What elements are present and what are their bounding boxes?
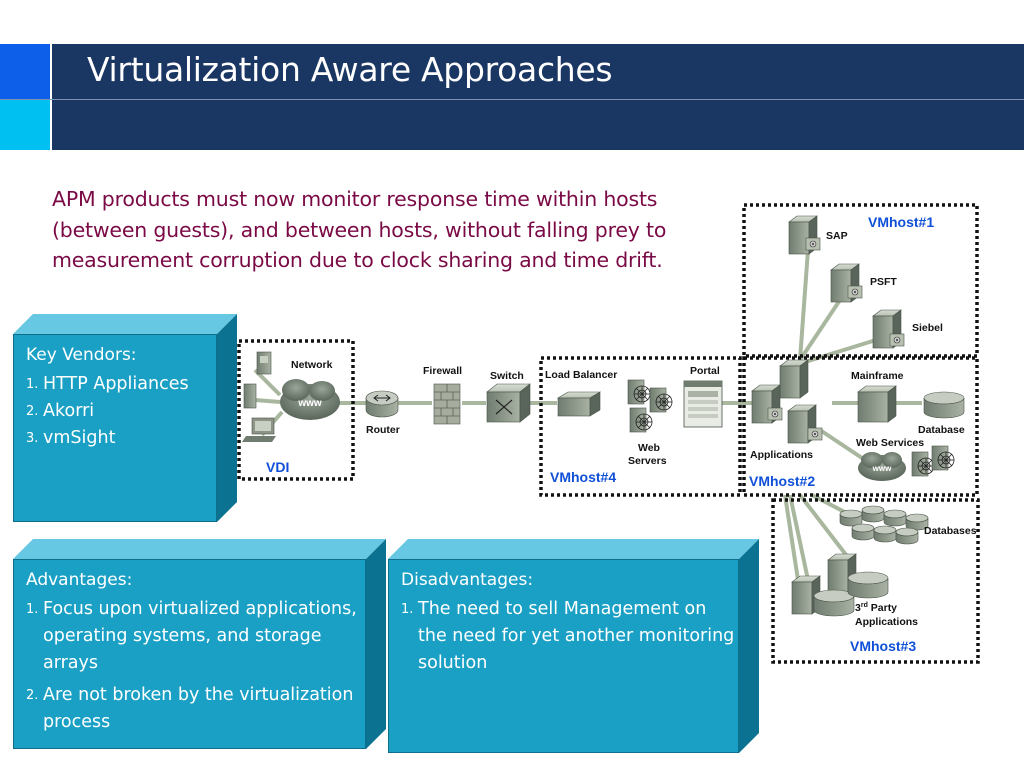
portal-label: Portal [690,365,720,377]
vmhost1-label: VMhost#1 [868,214,934,230]
siebel-icon [889,333,905,347]
advantages-panel: Advantages: 1.Focus upon virtualized app… [13,539,386,749]
web-service-node-icon [911,451,935,477]
switch-icon [486,383,531,423]
psft-icon [847,285,863,299]
databases-icon [873,525,897,543]
web-servers-label: Web [638,442,660,454]
web-server-icon [649,387,673,413]
mainframe-icon [857,385,897,423]
vmhost2-label: VMhost#2 [749,473,815,489]
databases-icon [883,509,907,527]
firewall-label: Firewall [423,365,462,377]
web-service-node-icon [931,445,955,471]
load-balancer-label: Load Balancer [545,369,617,381]
vdi-frame [237,339,355,481]
sap-icon [805,237,821,251]
slide-title: Virtualization Aware Approaches [87,50,613,89]
list-item: 1.The need to sell Management on the nee… [401,599,735,673]
header-accent-square [0,44,52,99]
third-party-label: Applications [855,616,918,628]
vmhost1-frame [742,203,979,358]
databases-label: Databases [924,525,977,537]
web-server-icon [627,379,651,405]
load-balancer-icon [556,391,602,417]
web-server-icon [629,407,653,433]
network-label: Network [291,359,333,371]
list-item: 1.HTTP Appliances [26,374,189,394]
svg-text:www: www [872,464,892,473]
switch-label: Switch [490,370,524,382]
router-label: Router [366,424,400,436]
psft-label: PSFT [870,276,897,288]
databases-icon [895,527,919,545]
key-vendors-panel: Key Vendors: 1.HTTP Appliances 2.Akorri … [13,314,237,522]
application-icon [767,407,783,421]
portal-icon [683,380,723,428]
vmhost4-label: VMhost#4 [550,469,616,485]
list-item: 2.Are not broken by the virtualization p… [26,685,354,732]
databases-icon [861,505,885,523]
vmhost2-frame [742,356,979,497]
header-bar [0,44,1024,99]
third-party-storage-icon [813,589,855,617]
disadvantages-panel: Disadvantages: 1.The need to sell Manage… [388,539,759,753]
list-item: 1.Focus upon virtualized applications, o… [26,599,357,673]
intro-paragraph: APM products must now monitor response t… [52,187,667,272]
router-icon [365,390,399,418]
key-vendors-heading: Key Vendors: [26,345,137,365]
vmhost3-frame [771,498,980,664]
vmhost3-label: VMhost#3 [850,638,916,654]
disadvantages-heading: Disadvantages: [401,570,534,590]
mainframe-label: Mainframe [851,370,904,382]
database-icon [923,391,965,419]
sap-label: SAP [826,230,848,242]
connection-lines [253,249,922,581]
firewall-icon [433,383,461,425]
web-services-icon: www [858,452,906,481]
web-services-label: Web Services [856,437,924,449]
vdi-label: VDI [266,459,289,475]
list-item: 2.Akorri [26,401,95,421]
header-accent-square-secondary [0,100,52,150]
list-item: 3.vmSight [26,428,116,448]
database-label: Database [918,424,965,436]
databases-icon [851,523,875,541]
svg-text:www: www [297,398,322,409]
header-subbar [0,99,1024,150]
third-party-storage-icon [847,571,889,599]
advantages-heading: Advantages: [26,570,133,590]
databases-icon [839,509,863,527]
network-cloud-icon: www [280,379,340,420]
siebel-label: Siebel [912,322,943,334]
client-devices-icon [242,351,276,442]
applications-label: Applications [750,449,813,461]
application-server-icon [779,359,809,399]
application-icon [807,427,823,441]
third-party-label: 3rd Party [855,602,897,614]
web-servers-label: Servers [628,455,667,467]
